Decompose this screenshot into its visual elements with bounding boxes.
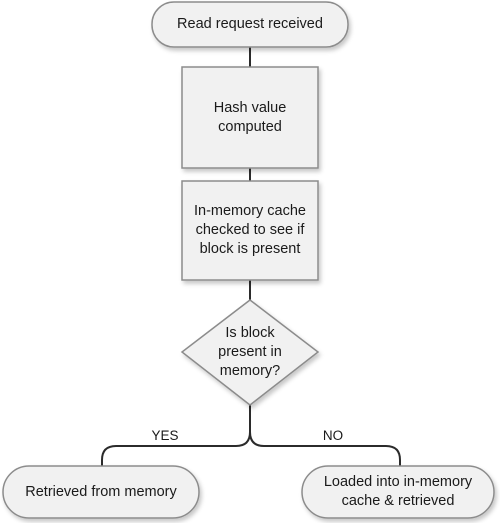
decision-diamond [180,299,320,406]
start-terminator [151,1,349,48]
connector-decision-branches [101,405,401,466]
hash-process-box [181,66,319,169]
retrieved-terminator [2,465,200,519]
cache-check-process-box [181,180,319,281]
loaded-terminator [301,465,495,519]
